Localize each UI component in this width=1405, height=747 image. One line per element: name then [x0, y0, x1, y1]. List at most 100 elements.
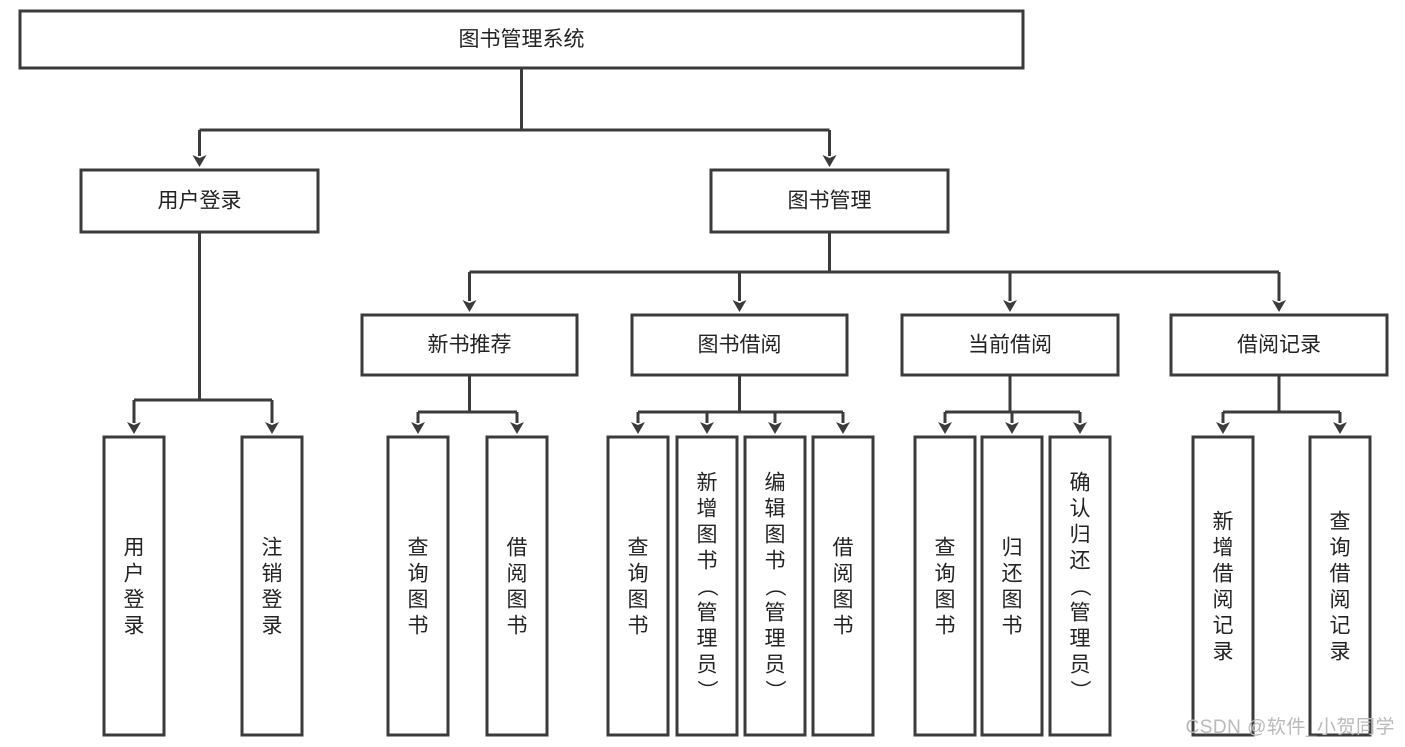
- node-box: [386, 435, 450, 737]
- node-label-char: 录: [262, 614, 283, 637]
- node-label-char: 记: [1213, 614, 1234, 637]
- node-label-char: 图: [507, 588, 528, 611]
- node-用户登录[interactable]: 用户登录: [102, 435, 166, 737]
- node-label-char: 阅: [507, 562, 528, 585]
- node-label-char: 理: [765, 627, 786, 650]
- node-box: [1308, 435, 1372, 737]
- node-当前借阅[interactable]: 当前借阅: [900, 313, 1120, 377]
- node-box: [980, 435, 1044, 737]
- node-label-char: 确: [1070, 471, 1091, 494]
- node-label-char: 书: [628, 614, 649, 637]
- node-label-char: 归: [1002, 536, 1023, 559]
- node-label: 当前借阅: [968, 334, 1052, 357]
- node-box: [900, 313, 1120, 377]
- node-label-char: 还: [1002, 562, 1023, 585]
- node-box: [811, 435, 875, 737]
- node-label-char: 图: [408, 588, 429, 611]
- node-box: [743, 435, 807, 737]
- node-label-char: 询: [1330, 536, 1351, 559]
- node-label: 图书管理: [788, 190, 872, 213]
- node-label-char: 管: [765, 601, 786, 624]
- node-box: [913, 435, 977, 737]
- node-label-char: 查: [408, 536, 429, 559]
- node-box: [485, 435, 549, 737]
- node-label-char: 书: [935, 614, 956, 637]
- node-label-char: 新: [1213, 510, 1234, 533]
- node-box: [606, 435, 670, 737]
- node-label-char: 查: [935, 536, 956, 559]
- node-box: [360, 313, 579, 377]
- node-label-char: 查: [1330, 510, 1351, 533]
- node-box: [709, 168, 950, 234]
- node-label-char: 记: [1330, 614, 1351, 637]
- node-label-char: 用: [124, 536, 145, 559]
- node-label-char: 书: [765, 549, 786, 572]
- node-label-char: 认: [1070, 497, 1091, 520]
- node-label: 新书推荐: [428, 334, 512, 357]
- node-label-char: 管: [697, 601, 718, 624]
- node-label-char: 图: [628, 588, 649, 611]
- node-图书管理[interactable]: 图书管理: [709, 168, 950, 234]
- node-label-char: 新: [697, 471, 718, 494]
- node-label-char: 销: [262, 562, 283, 585]
- node-label-char: （: [695, 576, 718, 597]
- node-box: [1048, 435, 1112, 737]
- node-label: 借阅记录: [1237, 334, 1321, 357]
- node-图书管理系统[interactable]: 图书管理系统: [18, 9, 1025, 70]
- node-label-char: 登: [124, 588, 145, 611]
- node-label-char: ）: [695, 680, 718, 701]
- node-box: [102, 435, 166, 737]
- diagram-nodes: 图书管理系统用户登录图书管理新书推荐图书借阅当前借阅借阅记录用户登录注销登录查询…: [18, 9, 1389, 737]
- node-label-char: 阅: [1213, 588, 1234, 611]
- node-label-char: ）: [763, 680, 786, 701]
- node-label-char: 借: [507, 536, 528, 559]
- node-借阅记录[interactable]: 借阅记录: [1169, 313, 1389, 377]
- node-label-char: 理: [1070, 627, 1091, 650]
- node-label-char: 图: [935, 588, 956, 611]
- node-label-char: 管: [1070, 601, 1091, 624]
- node-label-char: 录: [1330, 640, 1351, 663]
- node-新书推荐[interactable]: 新书推荐: [360, 313, 579, 377]
- node-box: [675, 435, 739, 737]
- node-label: 图书管理系统: [459, 28, 585, 51]
- node-label-char: 归: [1070, 523, 1091, 546]
- node-box: [240, 435, 304, 737]
- node-label-char: 图: [833, 588, 854, 611]
- node-图书借阅[interactable]: 图书借阅: [630, 313, 849, 377]
- node-label-char: 查: [628, 536, 649, 559]
- node-box: [18, 9, 1025, 70]
- node-label-char: 图: [1002, 588, 1023, 611]
- node-label-char: 询: [408, 562, 429, 585]
- node-label-char: 登: [262, 588, 283, 611]
- node-label-char: 员: [697, 653, 718, 676]
- node-label-char: 询: [628, 562, 649, 585]
- node-label: 图书借阅: [698, 334, 782, 357]
- node-label-char: 图: [765, 523, 786, 546]
- node-label-char: 员: [765, 653, 786, 676]
- node-label-char: 书: [507, 614, 528, 637]
- node-label-char: 借: [1330, 562, 1351, 585]
- node-label-char: 员: [1070, 653, 1091, 676]
- node-label-char: ）: [1068, 680, 1091, 701]
- node-label-char: 增: [1213, 536, 1234, 559]
- node-label-char: 书: [697, 549, 718, 572]
- node-label-char: 借: [833, 536, 854, 559]
- node-用户登录[interactable]: 用户登录: [79, 168, 320, 234]
- node-label-char: 询: [935, 562, 956, 585]
- node-label-char: 阅: [1330, 588, 1351, 611]
- node-label-char: 书: [1002, 614, 1023, 637]
